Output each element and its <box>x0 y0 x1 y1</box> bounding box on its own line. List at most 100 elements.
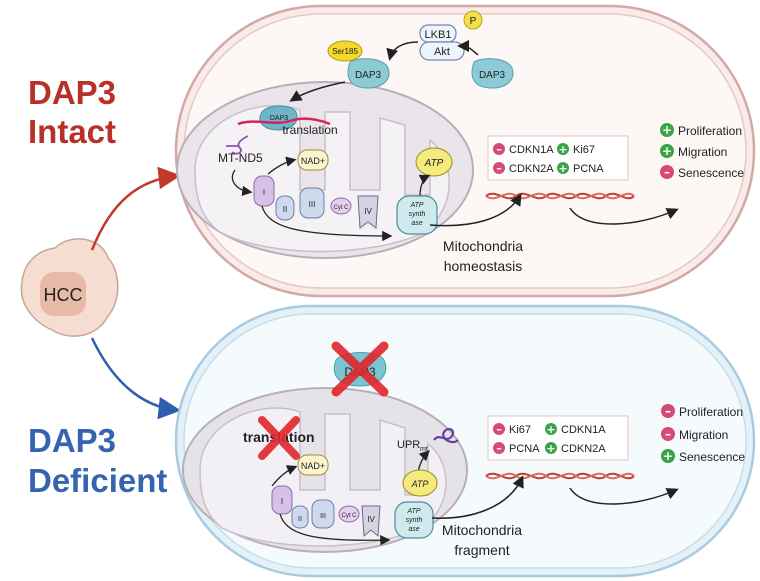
intact-complex-iii <box>299 187 325 219</box>
arrow-dap3-to-mito <box>289 81 346 102</box>
intact-mito-label-2: homeostasis <box>444 258 523 274</box>
deficient-nadh-label: NAD+ <box>301 461 325 471</box>
upr-label: UPR <box>397 439 420 451</box>
arrow-intact-dna-to-outcome <box>569 207 679 225</box>
deficient-outcome-1: Proliferation <box>679 405 743 419</box>
deficient-synth-l3: ase <box>408 526 419 533</box>
deficient-mito-label-1: Mitochondria <box>442 522 522 538</box>
arrow-deficient-dna-to-outcome <box>569 487 679 505</box>
intact-atp-synthase <box>396 195 438 235</box>
deficient-synth-l1: ATP <box>406 508 420 515</box>
hcc-nucleus <box>40 272 86 316</box>
ser185-label: Ser185 <box>332 47 358 56</box>
deficient-outcome-1-sign <box>661 404 675 418</box>
intact-complex-iv <box>357 195 379 229</box>
intact-mito-cristae <box>194 105 450 253</box>
deficient-mito-label-2: fragment <box>454 542 509 558</box>
intact-gene-4-sign <box>557 162 569 174</box>
intact-outcome-2: Migration <box>678 145 727 159</box>
deficient-outcome-1-sign-glyph: – <box>665 404 671 418</box>
intact-outcome-3-sign-glyph: – <box>664 165 670 179</box>
intact-outcome-3-sign <box>660 165 674 179</box>
intact-complex-ii <box>275 195 295 221</box>
intact-cyt-c-label: Cyt C <box>334 205 350 211</box>
deficient-atp-synthase <box>394 501 434 539</box>
hcc-cell: HCC <box>20 238 119 337</box>
akt-label: Akt <box>434 46 450 58</box>
intact-complex-iv-label: IV <box>364 207 372 216</box>
deficient-gene-2-sign <box>545 423 557 435</box>
intact-gene-3-sign <box>493 162 505 174</box>
deficient-synth-l2: synth <box>406 517 423 524</box>
intact-nadh-label: NAD+ <box>301 156 325 166</box>
ser185-badge <box>327 40 363 62</box>
deficient-gene-box <box>487 415 629 461</box>
deficient-dap3-x <box>331 341 389 397</box>
deficient-atp-label: ATP <box>411 479 429 489</box>
dap3-in-mito: DAP3 translation <box>226 105 338 155</box>
deficient-gene-4-sign-glyph: + <box>546 442 555 455</box>
arrow-deficient-mito-to-dna <box>431 475 524 519</box>
deficient-gene-3-sign-glyph: – <box>496 442 502 455</box>
deficient-outcome-2-sign-glyph: – <box>665 427 671 441</box>
intact-outcomes: + Proliferation + Migration – Senescence <box>660 123 744 180</box>
deficient-gene-4-sign <box>545 442 557 454</box>
intact-atp <box>415 147 453 177</box>
upr-mt: UPR mt <box>397 427 459 453</box>
intact-gene-3-sign-glyph: – <box>496 162 502 175</box>
translation-label: translation <box>282 123 337 137</box>
dap3-mito-protein <box>259 105 298 131</box>
phospho-label: P <box>470 16 477 27</box>
intact-outcome-1: Proliferation <box>678 124 742 138</box>
deficient-gene-panel: – Ki67 + CDKN1A – PCNA + CDKN2A <box>487 415 629 461</box>
deficient-nadh <box>297 454 329 476</box>
intact-gene-2: Ki67 <box>573 144 595 156</box>
intact-complex-ii-label: II <box>283 205 287 214</box>
deficient-outcomes: – Proliferation – Migration + Senescence <box>661 404 745 464</box>
intact-synth-l3: ase <box>411 220 422 227</box>
deficient-dna-strand-2 <box>485 472 635 480</box>
mt-nd5-label: MT-ND5 <box>218 151 263 165</box>
intact-outcome-1-sign-glyph: + <box>662 123 672 137</box>
intact-complex-i <box>253 175 275 207</box>
deficient-complex-ii-label: II <box>298 516 302 523</box>
deficient-outcome-2: Migration <box>679 428 728 442</box>
upr-misfolded-protein <box>433 427 459 444</box>
deficient-outcome-3-sign-glyph: + <box>663 449 673 463</box>
deficient-gene-1-sign-glyph: – <box>496 423 502 436</box>
deficient-title-line2: Deficient <box>28 462 167 499</box>
arrow-complex-to-nadh <box>267 156 297 175</box>
intact-gene-2-sign-glyph: + <box>558 143 567 156</box>
deficient-outcome-3-sign <box>661 449 675 463</box>
intact-gene-1-sign <box>493 143 505 155</box>
arrow-akt-to-dap3 <box>386 41 419 61</box>
deficient-etc-complexes: I II III Cyt C IV ATP synth ase <box>271 485 434 539</box>
intact-nadh <box>297 149 329 171</box>
deficient-title-line1: DAP3 <box>28 422 116 459</box>
lkb1-label: LKB1 <box>425 29 452 41</box>
intact-branch-arrow <box>90 166 181 251</box>
deficient-gene-4: CDKN2A <box>561 443 606 455</box>
deficient-cyt-c <box>338 505 360 523</box>
intact-complex-iii-label: III <box>309 200 316 209</box>
deficient-atp <box>402 469 438 497</box>
arrow-deficient-complex-to-nadh <box>271 465 298 487</box>
deficient-gene-2-sign-glyph: + <box>546 423 555 436</box>
deficient-outcome-3: Senescence <box>679 450 745 464</box>
intact-cyt-c <box>330 197 352 215</box>
upr-sub-label: mt <box>420 446 428 453</box>
deficient-cyt-c-label: Cyt C <box>342 513 358 519</box>
hcc-label: HCC <box>44 285 83 305</box>
dap3-left-label: DAP3 <box>355 70 382 81</box>
intact-gene-4: PCNA <box>573 163 604 175</box>
intact-title-line2: Intact <box>28 113 116 150</box>
deficient-complex-iv-label: IV <box>367 515 375 524</box>
deficient-dap3: DAP3 <box>331 341 389 397</box>
intact-complex-i-label: I <box>263 188 265 197</box>
intact-gene-1: CDKN1A <box>509 144 554 156</box>
deficient-translation: translation <box>243 416 315 460</box>
deficient-gene-3-sign <box>493 442 505 454</box>
deficient-complex-iii <box>311 499 335 529</box>
arrow-ndd5-to-complex <box>231 169 253 197</box>
